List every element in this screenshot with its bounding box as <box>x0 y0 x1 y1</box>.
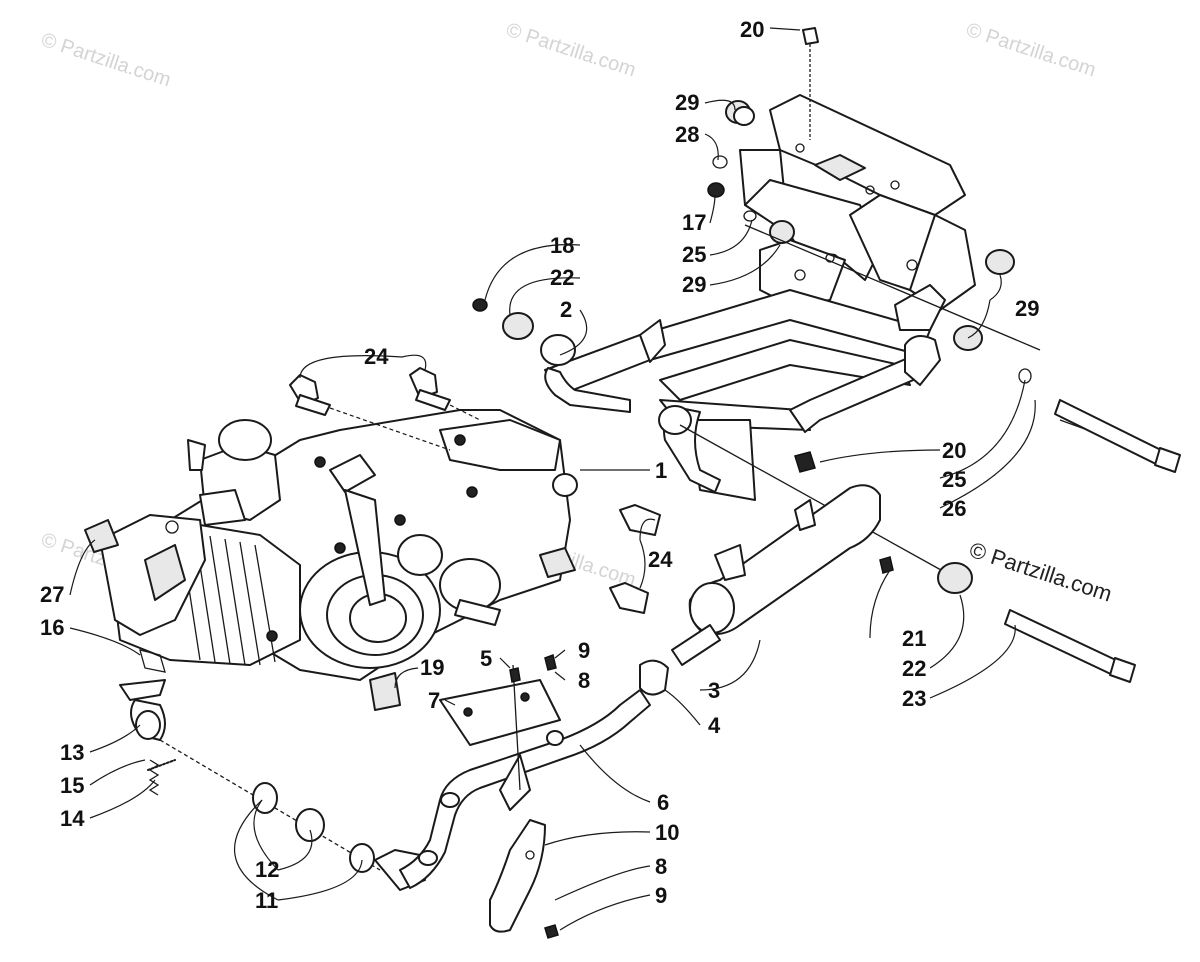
watermark-1: © Partzilla.com <box>38 29 173 92</box>
callout-2: 2 <box>560 297 572 322</box>
callout-1: 1 <box>655 458 667 483</box>
callout-8-top: 8 <box>578 668 590 693</box>
callout-numbers: 20 29 28 17 25 29 29 18 22 2 24 1 20 25 … <box>40 17 1039 913</box>
engine-mount-frame <box>472 27 1015 501</box>
callout-17: 17 <box>682 210 706 235</box>
callout-20-mid: 20 <box>942 438 966 463</box>
callout-24-top: 24 <box>364 344 389 369</box>
callout-18: 18 <box>550 233 574 258</box>
callout-16: 16 <box>40 615 64 640</box>
callout-9-top: 9 <box>578 638 590 663</box>
leader-lines <box>69 27 1036 931</box>
callout-27: 27 <box>40 582 64 607</box>
callout-23: 23 <box>902 686 926 711</box>
copyright-label: © Partzilla.com <box>966 537 1115 607</box>
callout-19: 19 <box>420 655 444 680</box>
watermark-2: © Partzilla.com <box>503 19 638 82</box>
callout-14: 14 <box>60 806 85 831</box>
callout-29-top: 29 <box>675 90 699 115</box>
callout-22-top: 22 <box>550 265 574 290</box>
callout-26: 26 <box>942 496 966 521</box>
callout-4: 4 <box>708 713 721 738</box>
callout-29-right: 29 <box>1015 296 1039 321</box>
callout-11: 11 <box>255 888 278 913</box>
engine <box>99 409 571 681</box>
callout-24-bottom: 24 <box>648 547 673 572</box>
callout-20-top: 20 <box>740 17 764 42</box>
callout-25-top: 25 <box>682 242 706 267</box>
callout-25-mid: 25 <box>942 467 966 492</box>
callout-10: 10 <box>655 820 679 845</box>
callout-21: 21 <box>902 626 926 651</box>
muffler <box>639 484 881 696</box>
callout-28: 28 <box>675 122 699 147</box>
callout-22-bottom: 22 <box>902 656 926 681</box>
callout-9-bottom: 9 <box>655 883 667 908</box>
callout-13: 13 <box>60 740 84 765</box>
watermark-3: © Partzilla.com <box>963 19 1098 82</box>
callout-12: 12 <box>255 857 279 882</box>
callout-7: 7 <box>428 688 440 713</box>
engine-bushings <box>84 367 661 711</box>
callout-29-mid: 29 <box>682 272 706 297</box>
callout-3: 3 <box>708 678 720 703</box>
callout-15: 15 <box>60 773 84 798</box>
callout-8-bottom: 8 <box>655 854 667 879</box>
callout-6: 6 <box>657 790 669 815</box>
long-bolts <box>679 224 1181 683</box>
exhaust-assembly <box>119 649 651 939</box>
callout-5: 5 <box>480 646 492 671</box>
